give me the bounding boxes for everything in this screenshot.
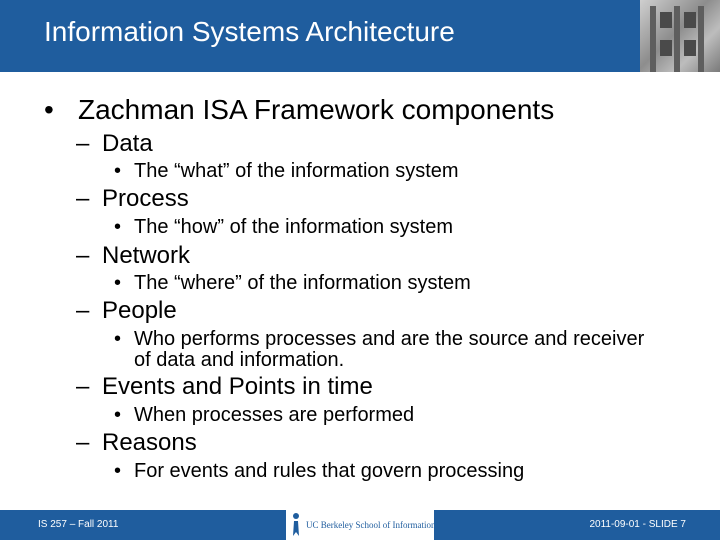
footer-left-bar: IS 257 – Fall 2011	[0, 510, 286, 540]
bullet-text: Events and Points in time	[102, 373, 373, 400]
bullet-people: –People	[76, 297, 177, 325]
dash-marker: –	[76, 130, 90, 157]
school-logo: UC Berkeley School of Information	[286, 510, 436, 540]
bullet-text: People	[102, 297, 177, 324]
bullet-marker: •	[114, 272, 122, 294]
bullet-text: The “how” of the information system	[134, 216, 454, 238]
bullet-events: –Events and Points in time	[76, 373, 373, 401]
bullet-network-desc: • The “where” of the information system	[114, 273, 471, 294]
bullet-text: Data	[102, 130, 153, 157]
bullet-reasons-desc: • For events and rules that govern proces…	[114, 461, 524, 482]
logo-mark-icon	[293, 513, 299, 536]
bullet-marker: •	[114, 160, 122, 182]
bullet-text: Reasons	[102, 429, 197, 456]
logo-text: UC Berkeley School of Information	[306, 520, 436, 530]
bullet-data-desc: • The “what” of the information system	[114, 161, 459, 182]
bullet-marker: •	[44, 94, 54, 125]
bullet-text: Who performs processes and are the sourc…	[134, 328, 645, 371]
footer-right-bar: 2011-09-01 - SLIDE 7	[434, 510, 720, 540]
bullet-zachman-components: • Zachman ISA Framework components	[44, 94, 554, 126]
bullet-text: When processes are performed	[134, 404, 415, 426]
bullet-text: Process	[102, 185, 189, 212]
dash-marker: –	[76, 373, 90, 400]
bullet-people-desc: • Who performs processes and are the sour…	[114, 329, 664, 371]
bullet-list: •Zachman ISA Framework components –Data …	[44, 94, 664, 482]
dash-marker: –	[76, 297, 90, 324]
bullet-text: For events and rules that govern process…	[134, 460, 525, 482]
dash-marker: –	[76, 242, 90, 269]
slide-number-label: 2011-09-01 - SLIDE 7	[589, 519, 686, 530]
bullet-reasons: –Reasons	[76, 429, 197, 457]
bullet-text: The “what” of the information system	[134, 160, 459, 182]
bullet-process-desc: • The “how” of the information system	[114, 217, 453, 238]
bullet-marker: •	[114, 460, 122, 482]
bullet-events-desc: • When processes are performed	[114, 405, 414, 426]
bullet-data: –Data	[76, 130, 153, 158]
bullet-marker: •	[114, 328, 122, 350]
course-label: IS 257 – Fall 2011	[38, 519, 119, 530]
dash-marker: –	[76, 429, 90, 456]
bullet-network: –Network	[76, 242, 190, 270]
slide-title: Information Systems Architecture	[44, 16, 455, 47]
bullet-marker: •	[114, 216, 122, 238]
footer: IS 257 – Fall 2011 UC Berkeley School of…	[0, 510, 720, 540]
bullet-text: Zachman ISA Framework components	[78, 94, 555, 125]
bullet-text: Network	[102, 242, 191, 269]
bullet-text: The “where” of the information system	[134, 272, 471, 294]
bullet-marker: •	[114, 404, 122, 426]
header-bar: Information Systems Architecture	[0, 0, 720, 72]
building-photo	[640, 0, 720, 72]
dash-marker: –	[76, 185, 90, 212]
bullet-process: –Process	[76, 185, 189, 213]
